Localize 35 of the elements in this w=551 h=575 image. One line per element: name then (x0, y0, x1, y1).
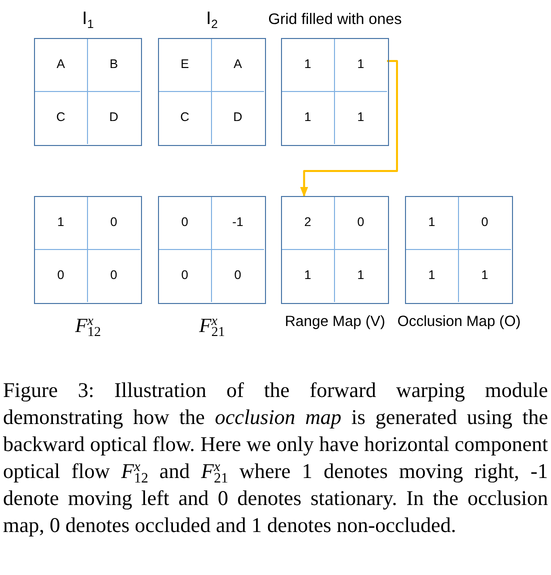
grid-cell: -1 (212, 197, 264, 250)
grid-cell: C (35, 92, 88, 144)
grid-heading: Grid filled with ones (268, 11, 402, 29)
grid-cell: A (35, 39, 88, 92)
grid-cell: 0 (88, 250, 140, 302)
grid-cell: 1 (282, 250, 334, 302)
grid-cell: 2 (282, 197, 334, 250)
arrow (300, 60, 398, 197)
grid-heading: Range Map (V) (284, 314, 386, 332)
grid-cell: 1 (282, 92, 334, 144)
grid-cell: 0 (334, 197, 387, 250)
grid-cell: 0 (212, 250, 264, 302)
grid-cell: 1 (334, 250, 387, 302)
grid-cell: 1 (282, 39, 334, 92)
grid-cell: B (88, 39, 140, 92)
grid-cell: 0 (159, 250, 212, 302)
grid-heading: I$_{2}$ (206, 8, 218, 29)
figure-caption: Figure 3: Illustration of the forward warping module demonstrating how the occlusion map is generated using the backward optical flow. Here we only have horizontal component optical flow F$^{x}$$_{12}$ and F$^{x}$$_{21}$ where 1 denotes moving right, -1 denote moving left and 0 denotes stationary. In the occlusion map, 0 denotes occluded and 1 denotes non-occluded. (3, 377, 548, 539)
grid-cell: D (88, 92, 140, 144)
grid-cell: 0 (159, 197, 212, 250)
grid-heading: I$_{1}$ (82, 8, 94, 29)
grid-heading: Occlusion Map (O) (397, 314, 521, 332)
grid-cell: C (159, 92, 212, 144)
grid-cell: 1 (406, 197, 458, 250)
grid-cell: 1 (334, 39, 387, 92)
grid-cell: 1 (458, 250, 511, 302)
grid-cell: 0 (88, 197, 140, 250)
grid-cell: E (159, 39, 212, 92)
grid-cell: 1 (406, 250, 458, 302)
grid-cell: 0 (35, 250, 88, 302)
grid-cell: D (212, 92, 264, 144)
grid-cell: 1 (334, 92, 387, 144)
grid-cell: A (212, 39, 264, 92)
grid-cell: 1 (35, 197, 88, 250)
grid-cell: 0 (458, 197, 511, 250)
